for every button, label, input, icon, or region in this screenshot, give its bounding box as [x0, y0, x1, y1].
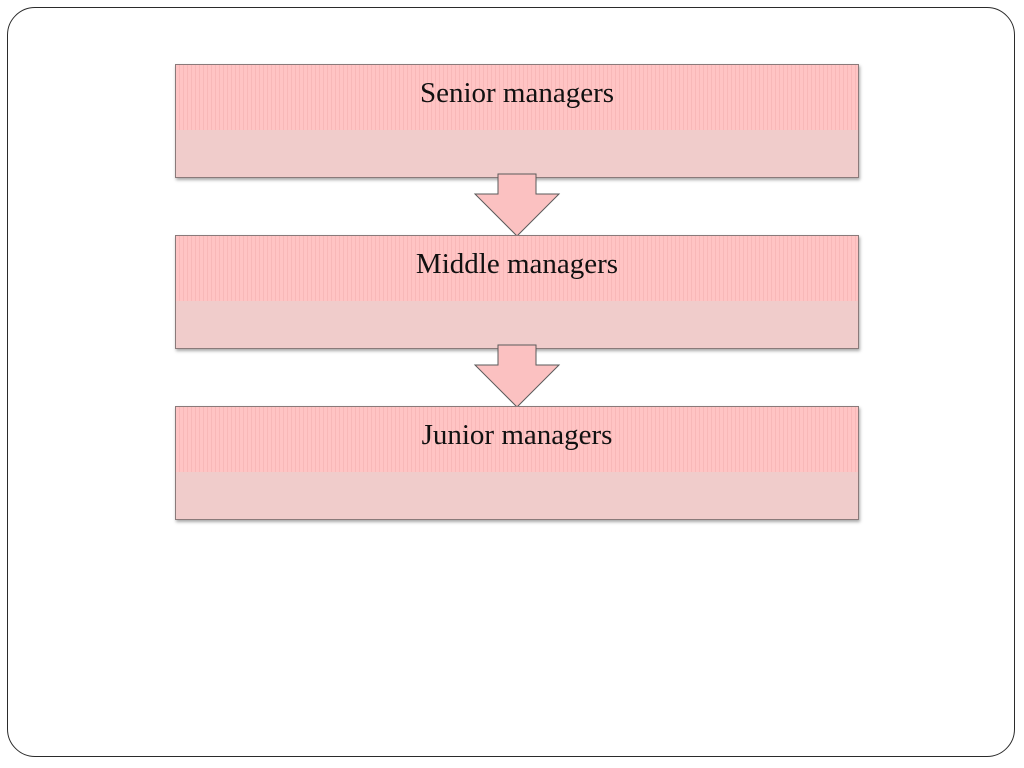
level-label-junior: Junior managers [421, 419, 613, 451]
level-label-middle: Middle managers [415, 248, 619, 280]
level-label-senior: Senior managers [419, 77, 615, 109]
box-highlight [176, 65, 858, 130]
hierarchy-box-senior-managers: Senior managers [175, 64, 859, 178]
box-highlight [176, 236, 858, 301]
hierarchy-box-middle-managers: Middle managers [175, 235, 859, 349]
hierarchy-box-junior-managers: Junior managers [175, 406, 859, 520]
down-arrow-icon [473, 173, 561, 237]
box-highlight [176, 407, 858, 472]
down-arrow-icon [473, 344, 561, 408]
